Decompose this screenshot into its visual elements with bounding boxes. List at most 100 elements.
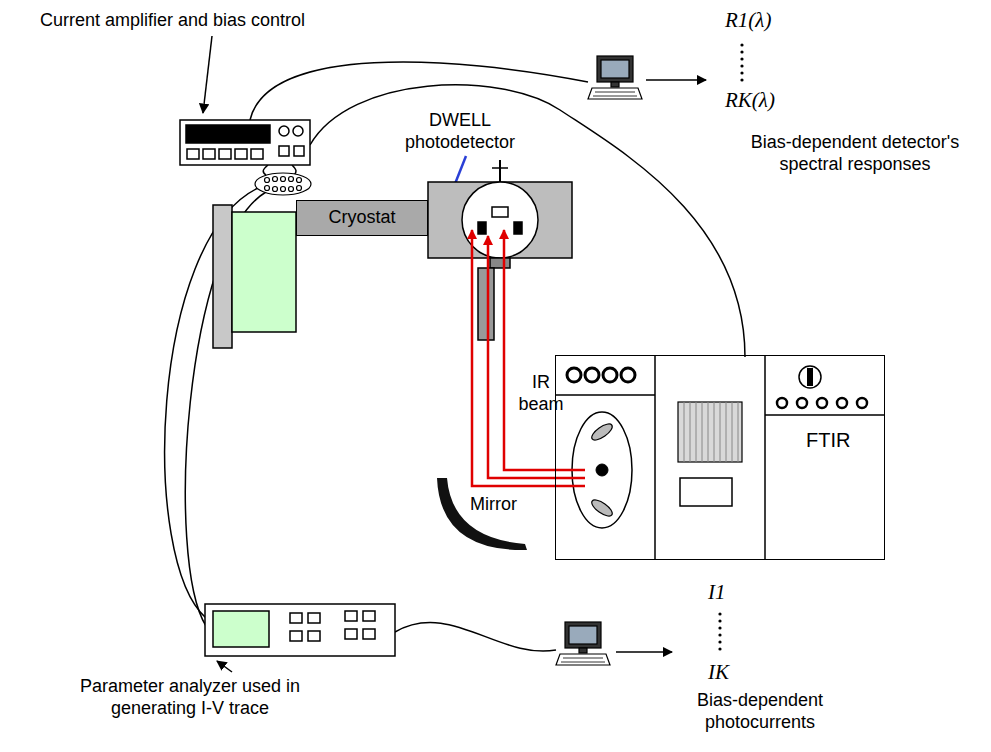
- cryostat-head: [492, 207, 508, 217]
- computer-icon: [611, 82, 619, 87]
- node-label: FTIR: [806, 428, 850, 452]
- computer-icon: [593, 92, 637, 96]
- leader-arrow: [203, 36, 706, 672]
- connector-plug: [289, 177, 294, 182]
- parameter-analyzer: [308, 613, 320, 623]
- signal-name: IK: [708, 660, 729, 685]
- ftir-interior: [678, 402, 742, 462]
- label-holder: Current amplifier and bias control: [40, 10, 305, 32]
- signal-name: RK(λ): [725, 88, 775, 113]
- ftir-interior: [585, 368, 599, 382]
- cryostat-body: [232, 212, 296, 332]
- cryostat-head: [514, 222, 522, 234]
- ftir-interior: [799, 366, 821, 388]
- ftir-interior: [589, 421, 614, 443]
- computer-icon: [601, 60, 629, 78]
- ellipsis-dots: [718, 626, 721, 629]
- computer-icon: [579, 648, 587, 653]
- label-holder: Mirror: [470, 494, 517, 516]
- cable: [165, 62, 745, 651]
- label-holder: RK(λ): [725, 88, 775, 113]
- connector-plug: [281, 177, 286, 182]
- connector-plug: [297, 178, 302, 183]
- cryostat-head: [428, 160, 572, 340]
- ellipsis-dots: [718, 612, 721, 615]
- computer-icon: [556, 654, 610, 665]
- ellipsis-dots: [740, 64, 743, 67]
- connector-plug: [265, 186, 270, 191]
- current-amplifier: [294, 146, 304, 156]
- current-amplifier: [186, 125, 270, 143]
- caption-note: Bias-dependent photocurrents: [680, 690, 840, 733]
- label-holder: R1(λ): [725, 8, 771, 33]
- leader-arrow: [203, 36, 212, 113]
- part-name: Mirror: [470, 494, 517, 516]
- parameter-analyzer: [363, 611, 375, 621]
- cryostat-arm: Cryostat: [296, 200, 428, 236]
- cable: [395, 623, 556, 652]
- cryostat-head: [428, 182, 572, 258]
- parameter-analyzer: [308, 631, 320, 641]
- current-amplifier: [293, 126, 303, 136]
- ir-beam: [472, 230, 585, 486]
- ftir-interior: [589, 497, 614, 519]
- ftir-interior: [777, 398, 787, 408]
- label-holder: IK: [708, 660, 729, 685]
- connector-plug: [289, 187, 294, 192]
- connector-plug: [265, 178, 270, 183]
- connector-plug: [297, 186, 302, 191]
- ellipsis-dots: [740, 71, 743, 74]
- connector-plug: [273, 177, 278, 182]
- ellipsis-dots: [740, 78, 743, 81]
- connector-plug: [281, 187, 286, 192]
- current-amplifier: [219, 149, 231, 159]
- callout-label: DWELL photodetector: [395, 110, 525, 153]
- beam-label: IR beam: [513, 372, 569, 415]
- ftir-interior: [567, 368, 581, 382]
- parameter-analyzer: [290, 631, 302, 641]
- ellipsis-dots: [718, 647, 721, 650]
- node-label: Cryostat: [328, 207, 395, 229]
- ftir-interior: [857, 398, 867, 408]
- ir-beam: [472, 230, 585, 486]
- cable: [310, 85, 745, 357]
- current-amplifier: [180, 120, 310, 165]
- ftir-interior: [621, 368, 635, 382]
- leader-arrow: [217, 661, 232, 672]
- cryostat-head: [478, 268, 494, 340]
- cryostat-body: [213, 205, 296, 348]
- ftir-interior: [603, 368, 617, 382]
- cryostat-head: [462, 182, 538, 258]
- cryostat-head: [492, 167, 508, 169]
- cryostat-head: [499, 160, 501, 182]
- cryostat-body: [213, 205, 232, 348]
- label-holder: Bias-dependent photocurrents: [680, 690, 840, 733]
- cryostat-head: [478, 222, 486, 234]
- ftir-interior: [684, 402, 738, 462]
- current-amplifier: [235, 149, 247, 159]
- callout-label: Current amplifier and bias control: [40, 10, 305, 32]
- ftir-interior: [680, 478, 732, 506]
- ftir-interior: [807, 368, 813, 386]
- label-holder: IR beam: [513, 372, 569, 415]
- current-amplifier: [203, 149, 215, 159]
- ellipsis-dots: [718, 633, 721, 636]
- mirror: [437, 478, 527, 550]
- ftir-interior: [555, 355, 885, 560]
- current-amplifier: [187, 149, 199, 159]
- current-amplifier: [251, 149, 263, 159]
- ellipsis-dots: [740, 50, 743, 53]
- cable: [263, 165, 268, 175]
- cable: [250, 62, 588, 120]
- parameter-analyzer: [213, 611, 269, 647]
- ftir-interior: [555, 355, 885, 560]
- computer-icon: [565, 622, 601, 648]
- caption-note: Bias-dependent detector's spectral respo…: [725, 132, 985, 175]
- parameter-analyzer: [205, 604, 395, 656]
- cryostat-head: [490, 258, 510, 268]
- callout-label: Parameter analyzer used in generating I-…: [40, 676, 340, 719]
- ftir-interior: [797, 398, 807, 408]
- label-holder: Bias-dependent detector's spectral respo…: [725, 132, 985, 175]
- connector-plug: [255, 173, 311, 195]
